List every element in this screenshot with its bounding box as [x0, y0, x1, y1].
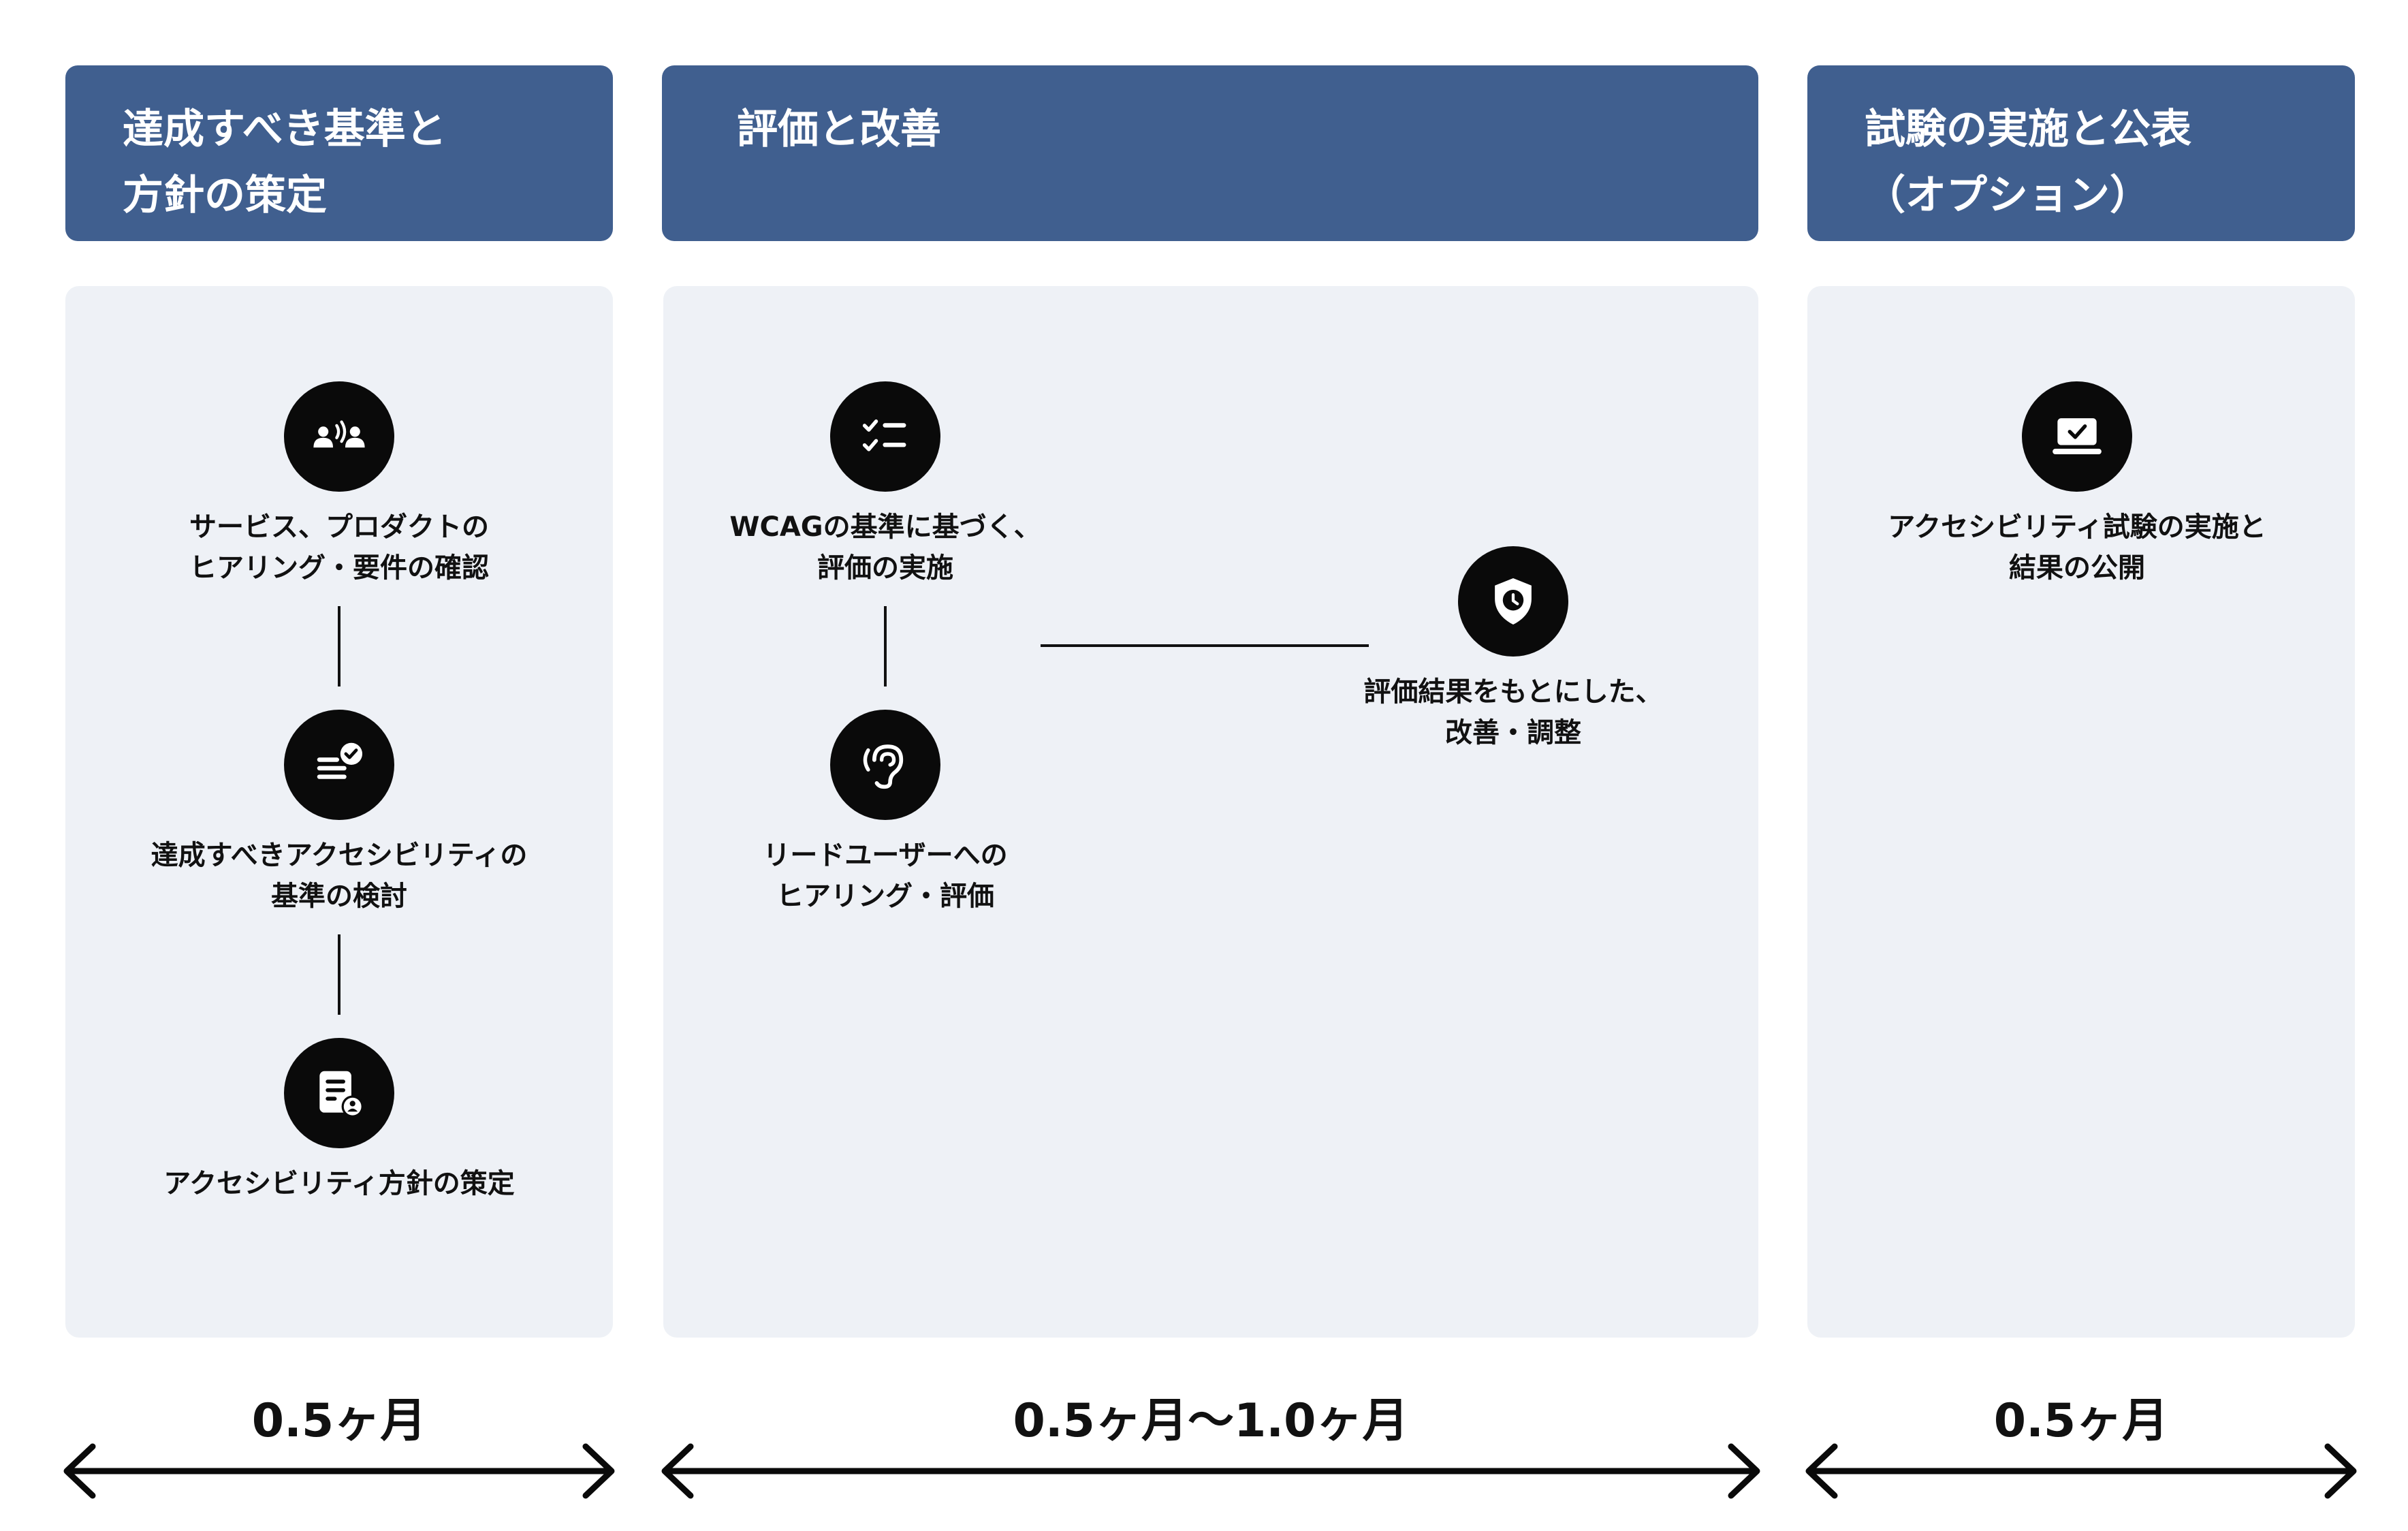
phase-3-duration: 0.5ヶ月: [1993, 1394, 2169, 1448]
connector-line: [1041, 644, 1369, 647]
checklist-icon: [830, 381, 940, 492]
phase-3-title-line-1: 試験の実施と公表: [1865, 106, 2191, 153]
checklist-document-icon: [284, 710, 394, 820]
connector-line: [338, 606, 340, 686]
step-wcag-evaluation: WCAGの基準に基づく、 評価の実施: [667, 381, 1103, 588]
phase-1-duration: 0.5ヶ月: [251, 1394, 427, 1448]
step-lead-user-hearing: リードユーザーへの ヒアリング・評価: [667, 710, 1103, 917]
step-criteria-review: 達成すべきアクセシビリティの 基準の検討: [121, 710, 557, 917]
phase-2-title: 評価と改善: [737, 106, 941, 153]
step-improvement: 評価結果をもとにした、 改善・調整: [1295, 546, 1731, 753]
shield-clock-icon: [1458, 546, 1568, 657]
step-service-hearing-label: サービス、プロダクトの ヒアリング・要件の確認: [189, 511, 489, 584]
hearing-people-icon: [284, 381, 394, 492]
phase-1-header: 達成すべき基準と 方針の策定: [65, 65, 613, 241]
step-test-publication-label: アクセシビリティ試験の実施と 結果の公開: [1888, 511, 2266, 584]
phase-1-title-line-2: 方針の策定: [123, 172, 327, 219]
phase-3-header: 試験の実施と公表 （オプション）: [1807, 65, 2355, 241]
step-wcag-evaluation-label: WCAGの基準に基づく、 評価の実施: [729, 511, 1041, 584]
step-criteria-review-label: 達成すべきアクセシビリティの 基準の検討: [150, 840, 528, 912]
phase-1-duration-arrow: [63, 1443, 615, 1499]
laptop-check-icon: [2022, 381, 2132, 492]
step-service-hearing: サービス、プロダクトの ヒアリング・要件の確認: [121, 381, 557, 588]
step-policy-creation-label: アクセシビリティ方針の策定: [163, 1168, 515, 1199]
step-improvement-label: 評価結果をもとにした、 改善・調整: [1363, 676, 1663, 748]
step-lead-user-hearing-label: リードユーザーへの ヒアリング・評価: [763, 840, 1008, 912]
step-policy-creation: アクセシビリティ方針の策定: [121, 1038, 557, 1204]
step-test-publication: アクセシビリティ試験の実施と 結果の公開: [1859, 381, 2295, 588]
phase-1-title-line-1: 達成すべき基準と: [123, 106, 447, 153]
phase-3-title-line-2: （オプション）: [1865, 172, 2151, 219]
policy-document-icon: [284, 1038, 394, 1148]
connector-line: [884, 606, 887, 686]
phase-3-duration-arrow: [1805, 1443, 2357, 1499]
phase-2-header: 評価と改善: [662, 65, 1758, 241]
phase-2-duration-arrow: [661, 1443, 1760, 1499]
phase-2-duration: 0.5ヶ月〜1.0ヶ月: [1013, 1394, 1409, 1448]
connector-line: [338, 934, 340, 1015]
ear-icon: [830, 710, 940, 820]
